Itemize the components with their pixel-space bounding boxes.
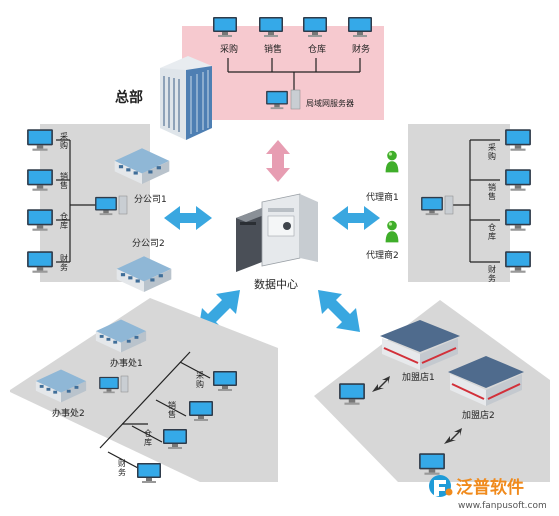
svg-text:仓库: 仓库 [144,428,152,447]
hq-tower-icon [160,56,212,140]
agents-datacenter-arrow [332,206,380,230]
store-link-arrow-1 [372,376,390,392]
brand-name: 泛普软件 [456,477,524,498]
fanpusoft-logo-icon [429,475,453,497]
office-monitor-4 [137,463,161,483]
agent1-label: 代理商1 [366,191,399,203]
store1-building-icon [380,320,460,370]
hq-title: 总部 [115,89,143,106]
brand-url: www.fanpusoft.com [458,501,547,511]
svg-text:销售: 销售 [168,400,176,419]
agents-dept-labels: 采购 销售 仓库 财务 [488,142,496,283]
office1-label: 办事处1 [110,357,143,369]
store-link-arrow-2 [444,428,462,444]
store1-label: 加盟店1 [402,371,435,383]
agent2-person-icon [385,220,399,243]
svg-text:财务: 财务 [60,253,68,272]
svg-text:财务: 财务 [488,264,496,283]
svg-text:采购: 采购 [60,131,68,150]
agent1-person-icon [385,150,399,173]
lan-server-icon [266,89,301,110]
branch-office2-label: 分公司2 [132,238,165,249]
svg-text:仓库: 仓库 [60,211,68,230]
svg-text:销售: 销售 [60,171,68,190]
agents-server-icon [421,195,454,216]
datacenter-servers-icon [236,193,318,272]
offices-panel [10,298,278,482]
store2-building-icon [448,356,524,406]
branch-office1-label: 分公司1 [134,194,167,205]
store2-label: 加盟店2 [462,409,495,421]
hq-dept-finance: 财务 [352,43,370,55]
office-dept-labels: 采购 销售 仓库 财务 [118,370,204,477]
branch-dept-labels: 采购 销售 仓库 财务 [60,131,68,272]
office2-label: 办事处2 [52,407,85,419]
svg-text:仓库: 仓库 [488,222,496,241]
svg-text:财务: 财务 [118,458,126,477]
lan-server-label: 局域网服务器 [306,98,354,108]
branch-datacenter-arrow [164,206,212,230]
agent2-label: 代理商2 [366,249,399,261]
hq-dept-purchase: 采购 [220,43,238,55]
stores-panel [314,300,550,482]
svg-text:销售: 销售 [488,182,496,201]
branch-panel [40,124,150,282]
office-server-icon [99,375,129,394]
datacenter-label: 数据中心 [254,277,298,291]
hq-dept-sales: 销售 [264,43,282,55]
hq-dept-warehouse: 仓库 [308,43,326,55]
svg-text:采购: 采购 [196,370,204,389]
branch-server-icon [95,195,128,216]
stores-datacenter-arrow [318,290,360,332]
hq-datacenter-arrow [266,140,290,182]
svg-text:采购: 采购 [488,142,496,161]
